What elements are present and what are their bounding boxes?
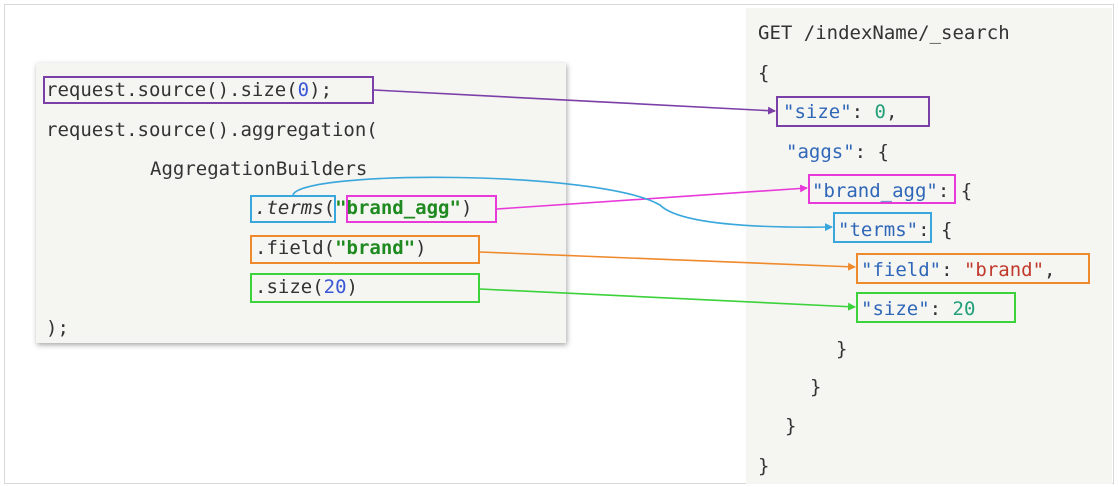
java-line-close: ); — [46, 317, 69, 339]
highlight-json-inner-size — [856, 292, 1016, 323]
arrow-brand-agg — [496, 184, 808, 210]
json-close-terms: } — [836, 338, 848, 360]
json-field-line: "field": "brand", — [861, 259, 1056, 281]
highlight-java-brand-agg — [346, 195, 497, 223]
json-close-root: } — [758, 455, 770, 477]
java-code-panel — [36, 63, 566, 343]
json-request-line: GET /indexName/_search — [758, 22, 1010, 44]
json-request-panel — [746, 8, 1112, 484]
highlight-json-terms — [833, 212, 932, 243]
java-line-terms: .terms("brand_agg") — [255, 197, 473, 219]
json-close-brand-agg: } — [810, 376, 822, 398]
highlight-java-size — [43, 76, 374, 104]
json-aggs-line: "aggs": { — [786, 141, 889, 163]
json-close-aggs: } — [785, 415, 797, 437]
java-line-size: request.source().size(0); — [46, 79, 333, 101]
arrow-field — [479, 251, 856, 271]
json-brand-agg-line: "brand_agg": { — [812, 180, 973, 202]
java-line-field: .field("brand") — [255, 237, 427, 259]
diagram-frame — [4, 4, 1114, 484]
java-line-inner-size: .size(20) — [255, 276, 358, 298]
highlight-json-field — [856, 253, 1090, 284]
arrow-size — [373, 89, 776, 115]
highlight-json-brand-agg — [808, 174, 956, 204]
arrow-inner-size — [479, 288, 856, 311]
java-line-aggregation: request.source().aggregation( — [46, 119, 378, 141]
highlight-json-size — [776, 96, 930, 127]
java-line-builders: AggregationBuilders — [150, 158, 368, 180]
json-inner-size-line: "size": 20 — [861, 298, 976, 320]
highlight-java-terms — [250, 195, 336, 223]
json-open-brace: { — [758, 62, 770, 84]
highlight-java-inner-size — [250, 273, 480, 303]
arrow-terms — [292, 176, 833, 232]
json-terms-line: "terms": { — [838, 219, 953, 241]
json-size-line: "size": 0, — [783, 101, 898, 123]
highlight-java-field — [250, 235, 480, 264]
